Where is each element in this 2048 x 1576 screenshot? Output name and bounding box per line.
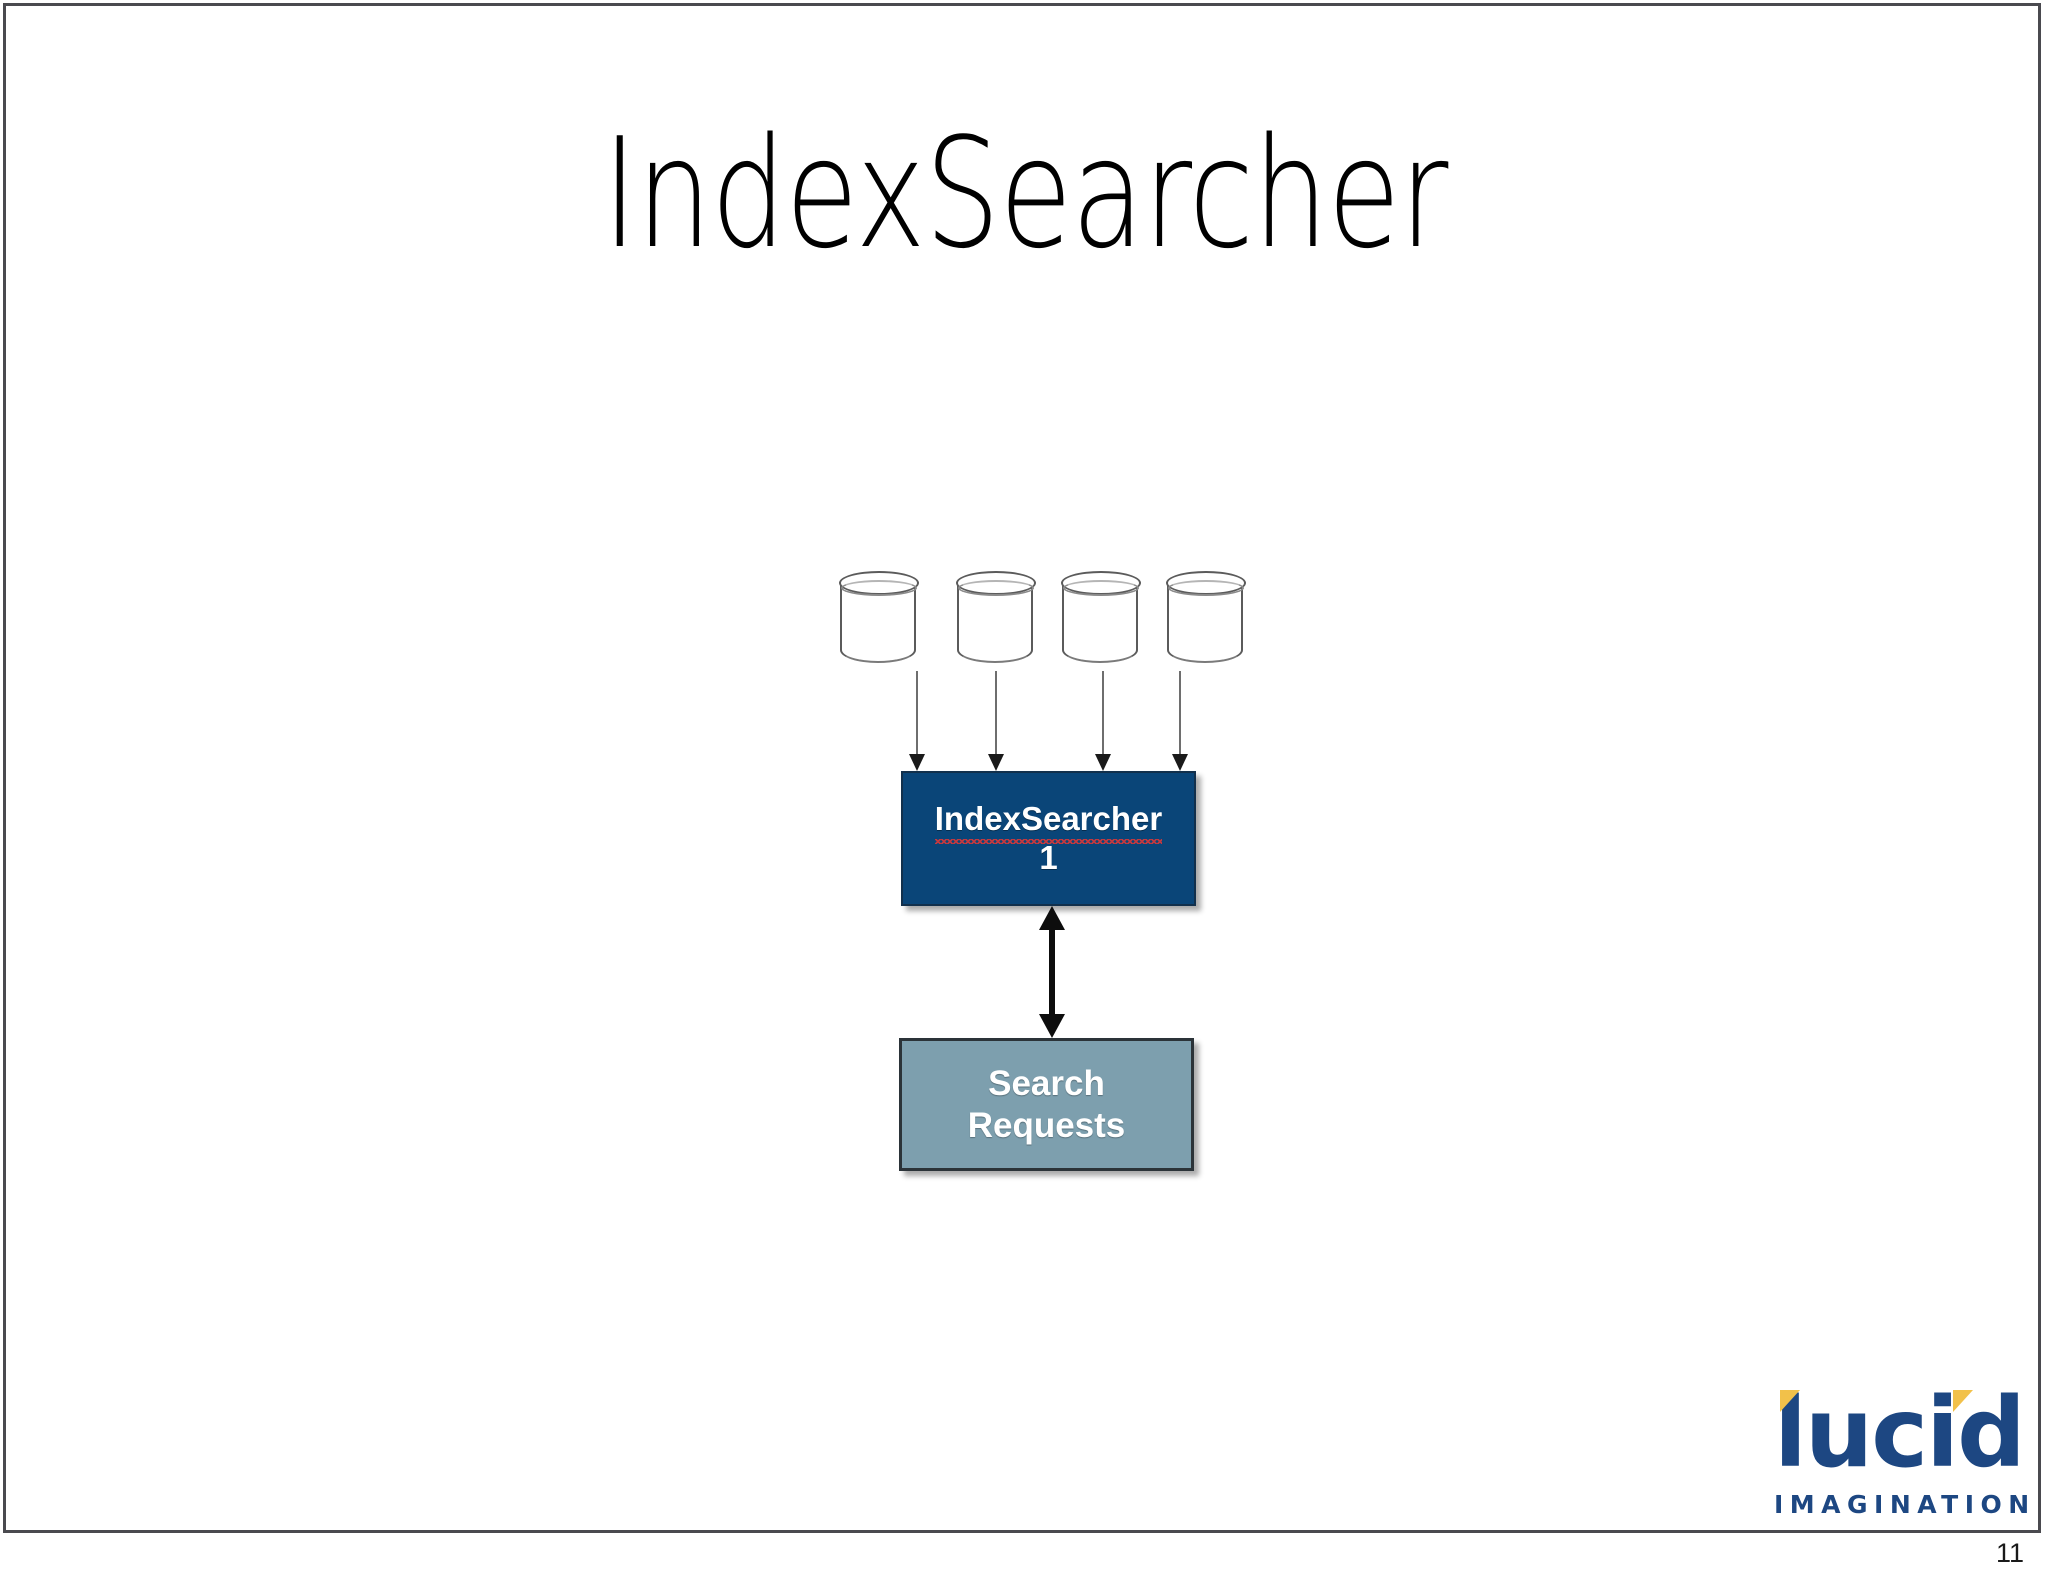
arrow-stem	[1179, 671, 1181, 754]
arrow-head	[1172, 754, 1188, 771]
node-index-searcher[interactable]: IndexSearcher 1	[901, 771, 1196, 906]
cylinder-band	[841, 580, 917, 596]
gold-accent-icon	[1780, 1390, 1800, 1412]
arrow-head	[909, 754, 925, 771]
database-cylinder-icon	[1061, 571, 1141, 671]
gold-accent-icon	[1953, 1390, 1973, 1412]
arrow-stem	[916, 671, 918, 754]
indexsearcher-architecture-diagram: IndexSearcher 1 Search Requests	[6, 6, 2044, 1536]
node-search-requests[interactable]: Search Requests	[899, 1038, 1194, 1171]
node-search-requests-line2: Requests	[967, 1105, 1126, 1145]
database-cylinder-icon	[839, 571, 919, 671]
cylinder-band	[1168, 580, 1244, 596]
arrow-stem	[1102, 671, 1104, 754]
cylinder-band	[1063, 580, 1139, 596]
node-search-requests-line1: Search	[988, 1063, 1105, 1103]
cylinder-body	[1167, 583, 1243, 663]
feed-arrow-down-icon	[988, 671, 1004, 771]
page-number: 11	[1995, 1538, 2024, 1568]
arrow-head	[1095, 754, 1111, 771]
logo-wordmark-text: lucid	[1774, 1377, 2026, 1489]
page-title: IndexSearcher	[602, 105, 1448, 282]
logo-wordmark: lucid	[1774, 1385, 2026, 1484]
lucid-imagination-logo: lucid IMAGINATION	[1774, 1385, 2036, 1519]
cylinder-body	[957, 583, 1033, 663]
arrow-stem	[995, 671, 997, 754]
feed-arrow-down-icon	[909, 671, 925, 771]
feed-arrow-down-icon	[1172, 671, 1188, 771]
feed-arrow-down-icon	[1095, 671, 1111, 771]
cylinder-body	[840, 583, 916, 663]
database-cylinder-icon	[956, 571, 1036, 671]
bidirectional-arrow-icon	[1039, 906, 1065, 1038]
database-cylinder-icon	[1166, 571, 1246, 671]
cylinder-body	[1062, 583, 1138, 663]
logo-tagline: IMAGINATION	[1774, 1490, 2036, 1519]
slide-canvas: IndexSearcher	[3, 3, 2041, 1533]
arrow-stem	[1049, 922, 1055, 1022]
arrow-head	[988, 754, 1004, 771]
node-index-searcher-label: IndexSearcher	[934, 799, 1163, 844]
cylinder-band	[958, 580, 1034, 596]
node-index-searcher-instance: 1	[1039, 838, 1058, 876]
arrow-head-down	[1039, 1014, 1065, 1038]
